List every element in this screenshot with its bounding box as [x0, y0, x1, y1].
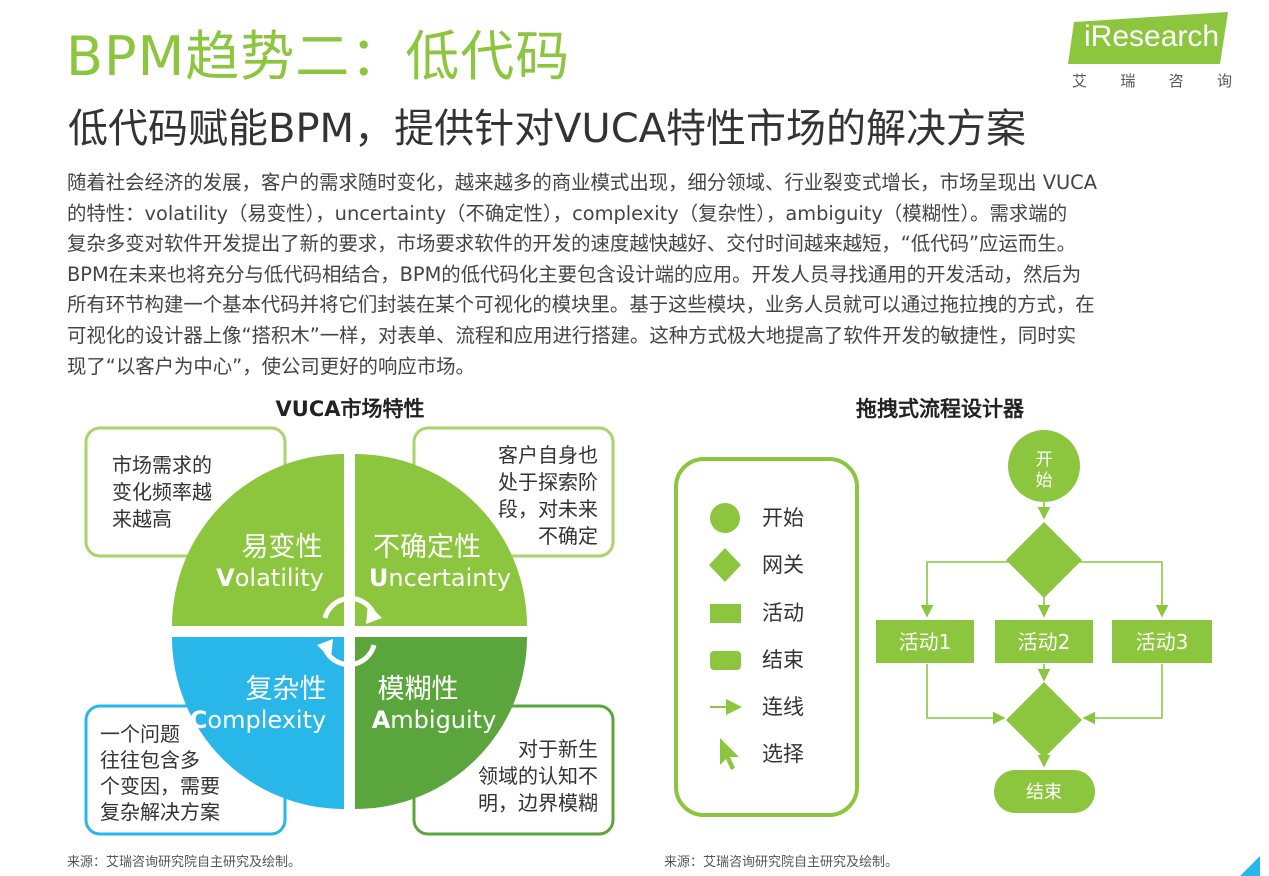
flow-gateway-split[interactable] — [1006, 522, 1082, 598]
arrow-head-icon — [366, 604, 382, 624]
palette-activity-icon[interactable] — [710, 604, 741, 623]
label-complexity-en: Complexity — [190, 706, 326, 734]
activity-3-label: 活动3 — [1136, 630, 1189, 654]
note-line: 明，边界模糊 — [478, 791, 598, 815]
palette-end-icon[interactable] — [710, 651, 741, 670]
activity-2-label: 活动2 — [1018, 630, 1071, 654]
body-line: 的特性：volatility（易变性），uncertainty（不确定性），co… — [67, 201, 1068, 225]
start-node-label: 开 — [1036, 450, 1053, 470]
note-line: 一个问题 — [100, 722, 180, 746]
label-uncertainty-en: Uncertainty — [369, 564, 511, 592]
note-line: 段，对未来 — [498, 497, 598, 521]
body-line: 随着社会经济的发展，客户的需求随时变化，越来越多的商业模式出现，细分领域、行业裂… — [67, 171, 1097, 194]
logo-brand-text: iResearch — [1084, 20, 1220, 53]
flow-end-node[interactable] — [994, 770, 1095, 813]
arrow-head-icon — [317, 639, 333, 659]
source-note-left: 来源：艾瑞咨询研究院自主研究及绘制。 — [67, 855, 302, 870]
palette-label-gateway: 网关 — [762, 553, 804, 577]
palette-labels: 开始 网关 活动 结束 连线 选择 — [762, 506, 804, 766]
palette-gateway-icon[interactable] — [709, 548, 741, 582]
page-subtitle: 低代码赋能BPM，提供针对VUCA特性市场的解决方案 — [68, 106, 1027, 152]
palette-select-cursor-icon[interactable] — [720, 738, 739, 770]
label-first-letter: C — [190, 706, 208, 734]
note-volatility: 市场需求的 变化频率越 来越高 — [112, 453, 212, 531]
label-rest: mbiguity — [390, 706, 496, 734]
logo-chinese: 艾 瑞 咨 询 — [1072, 70, 1232, 91]
flow-gateway-join[interactable] — [1006, 682, 1082, 758]
label-complexity-cn: 复杂性 — [246, 674, 327, 705]
palette-panel — [674, 457, 859, 817]
label-volatility-en: Volatility — [216, 564, 324, 592]
body-paragraph: 随着社会经济的发展，客户的需求随时变化，越来越多的商业模式出现，细分领域、行业裂… — [67, 168, 1227, 382]
body-line: 可视化的设计器上像“搭积木”一样，对表单、流程和应用进行搭建。这种方式极大地提高… — [67, 323, 1077, 347]
iresearch-logo: iResearch 艾 瑞 咨 询 — [1068, 8, 1233, 91]
note-line: 复杂解决方案 — [100, 800, 220, 824]
note-line: 个变因，需要 — [100, 774, 220, 798]
label-ambiguity-en: Ambiguity — [372, 706, 497, 734]
logo-background — [1068, 12, 1228, 64]
quadrant-complexity — [172, 637, 344, 809]
flow-activity-3[interactable] — [1112, 620, 1212, 663]
note-line: 往往包含多 — [100, 748, 200, 772]
note-line: 变化频率越 — [112, 480, 212, 504]
quadrant-uncertainty — [355, 454, 527, 626]
body-line: 所有环节构建一个基本代码并将它们封装在某个可视化的模块里。基于这些模块，业务人员… — [67, 293, 1095, 317]
body-line: BPM在未来也将充分与低代码相结合，BPM的低代码化主要包含设计端的应用。开发人… — [67, 262, 1082, 286]
note-complexity: 一个问题 往往包含多 个变因，需要 复杂解决方案 — [100, 722, 220, 824]
label-rest: olatility — [235, 564, 324, 592]
label-first-letter: V — [216, 564, 235, 592]
note-line: 领域的认知不 — [478, 764, 598, 788]
quadrant-ambiguity — [355, 637, 527, 809]
palette-label-connector: 连线 — [762, 695, 804, 719]
label-rest: ncertainty — [388, 564, 511, 592]
flow-activity-2[interactable] — [995, 620, 1093, 663]
vuca-chart-title: VUCA市场特性 — [275, 397, 425, 421]
palette-start-icon[interactable] — [710, 503, 740, 533]
note-uncertainty: 客户自身也 处于探索阶 段，对未来 不确定 — [498, 443, 598, 548]
activity-1-label: 活动1 — [899, 630, 952, 654]
start-node-label: 始 — [1036, 471, 1053, 491]
logo-char: 瑞 — [1120, 72, 1136, 90]
flow-designer-title: 拖拽式流程设计器 — [856, 397, 1024, 421]
label-first-letter: A — [372, 706, 391, 734]
corner-accent — [1240, 856, 1260, 876]
note-line: 客户自身也 — [498, 443, 598, 467]
label-ambiguity-cn: 模糊性 — [378, 674, 459, 705]
note-line: 对于新生 — [518, 737, 598, 761]
note-line: 处于探索阶 — [498, 470, 598, 494]
label-uncertainty-cn: 不确定性 — [373, 532, 481, 563]
label-first-letter: U — [369, 564, 389, 592]
page-title: BPM趋势二：低代码 — [66, 25, 571, 88]
label-rest: omplexity — [207, 706, 326, 734]
end-node-label: 结束 — [1026, 782, 1062, 803]
logo-char: 咨 — [1168, 72, 1184, 90]
note-line: 来越高 — [112, 507, 172, 531]
logo-char: 艾 — [1072, 72, 1088, 90]
flow-activity-1[interactable] — [876, 620, 974, 663]
vuca-diagram: 易变性 Volatility 不确定性 Uncertainty 复杂性 Comp… — [84, 426, 615, 836]
flow-start-node[interactable] — [1008, 430, 1080, 502]
flow-connectors — [920, 502, 1169, 768]
note-line: 不确定 — [538, 524, 598, 548]
palette-label-activity: 活动 — [762, 601, 804, 625]
flow-designer-diagram: 开始 网关 活动 结束 连线 选择 开 始 活动1 活动2 活动3 结束 — [674, 430, 1260, 876]
palette-label-select: 选择 — [762, 742, 804, 766]
source-note-right: 来源：艾瑞咨询研究院自主研究及绘制。 — [664, 855, 899, 870]
label-volatility-cn: 易变性 — [242, 532, 323, 563]
body-line: 复杂多变对软件开发提出了新的要求，市场要求软件的开发的速度越快越好、交付时间越来… — [67, 232, 1077, 256]
palette-label-start: 开始 — [762, 506, 804, 530]
palette-label-end: 结束 — [762, 648, 804, 672]
note-line: 市场需求的 — [112, 453, 212, 477]
logo-char: 询 — [1216, 72, 1232, 90]
quadrant-volatility — [172, 454, 344, 626]
note-ambiguity: 对于新生 领域的认知不 明，边界模糊 — [478, 737, 598, 815]
body-line: 现了“以客户为中心”，使公司更好的响应市场。 — [67, 354, 475, 378]
